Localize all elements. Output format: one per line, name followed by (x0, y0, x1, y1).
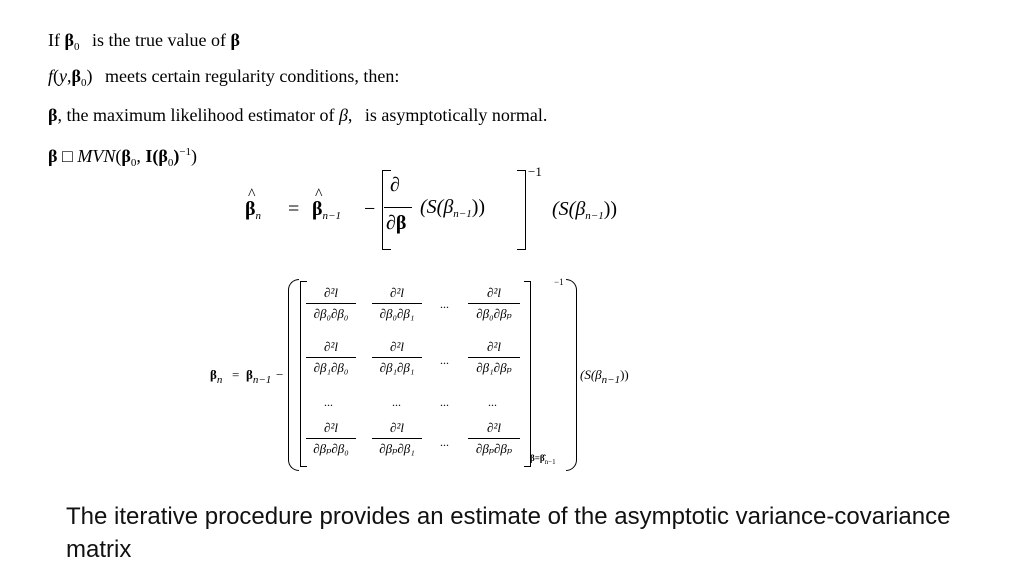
beta-symbol: β (64, 30, 74, 50)
score-function: (S(β (552, 198, 586, 220)
beta-italic: β (338, 105, 348, 125)
subscript-n-minus-1: n−1 (453, 208, 472, 220)
paren-open: ( (115, 146, 122, 166)
subscript-zero: 0 (73, 41, 80, 53)
subscript-n-minus-1: n−1 (585, 210, 604, 222)
partial-beta: ∂β (386, 212, 407, 234)
text-regularity: meets certain regularity conditions, the… (105, 66, 400, 86)
condition-line-3: β, the maximum likelihood estimator of β… (48, 105, 547, 126)
condition-line-1: If β0 is the true value of β (48, 30, 240, 53)
text-true-value: is the true value of (91, 30, 226, 50)
ellipsis: ... (488, 395, 497, 409)
hessian-entry: ∂²l∂βₚ∂β₀ (306, 420, 356, 457)
beta-prev: β (246, 367, 253, 382)
ellipsis: ... (440, 297, 449, 311)
hessian-entry: ∂²l∂β₀∂βₚ (468, 285, 520, 322)
comma: , (136, 146, 146, 166)
hessian-entry: ∂²l∂βₚ∂β₁ (372, 420, 422, 457)
subscript-zero: 0 (130, 157, 137, 169)
score-function: (S(β (420, 196, 454, 218)
beta-hat-n: β (245, 186, 256, 221)
text-asymptotic: is asymptotically normal. (364, 105, 548, 125)
beta-symbol: β (121, 146, 131, 166)
hessian-entry: ∂²l∂β₀∂β₀ (306, 285, 356, 322)
inverse-power: −1 (554, 277, 564, 287)
evaluation-point: β=β̂ (530, 453, 545, 463)
left-bracket (382, 170, 391, 250)
beta-symbol: β (71, 66, 81, 86)
hessian-entry: ∂²l∂β₁∂β₁ (372, 339, 422, 376)
mvn-label: MVN (77, 146, 116, 166)
newton-update-equation: βn = βn−1 − ∂ ∂β (S(βn−1)) −1 (S(βn−1)) (240, 160, 660, 250)
distribution-line: β □ MVN(β0, I(β0)−1) (48, 146, 197, 169)
inverse-power: −1 (528, 164, 542, 179)
subscript-n-minus-1: n−1 (252, 374, 272, 386)
fraction-bar (384, 207, 412, 208)
beta-symbol: β (230, 30, 240, 50)
equals-sign: = (288, 198, 300, 220)
distributed-symbol: □ (61, 146, 73, 166)
paren-close: ) (173, 146, 180, 166)
paren-close: )) (471, 196, 486, 218)
beta-hat-prev: β (312, 186, 323, 221)
beta-symbol: β (48, 146, 58, 166)
subscript-n: n (255, 210, 262, 222)
hessian-entry: ∂²l∂β₁∂βₚ (468, 339, 520, 376)
beta-n: β (210, 367, 217, 382)
beta-symbol: β (48, 105, 58, 125)
subscript-n-minus-1: n−1 (322, 210, 341, 222)
ellipsis: ... (392, 395, 401, 409)
partial-symbol: ∂ (390, 174, 400, 196)
caption-text: The iterative procedure provides an esti… (66, 503, 951, 563)
info-matrix: I(β (145, 146, 168, 166)
ellipsis: ... (440, 395, 449, 409)
comma: , (67, 66, 72, 86)
subscript-n: n (216, 374, 223, 386)
paren-open: ( (53, 66, 60, 86)
ellipsis: ... (440, 435, 449, 449)
inverse-power: −1 (179, 146, 192, 158)
right-bracket (517, 170, 526, 250)
minus-sign: − (364, 198, 376, 220)
hessian-entry: ∂²l∂β₀∂β₁ (372, 285, 422, 322)
score-function: (S(β (580, 367, 602, 382)
hessian-entry: ∂²l∂βₚ∂βₚ (468, 420, 520, 457)
paren-close: )) (603, 198, 618, 220)
comma: , (347, 105, 353, 125)
subscript-zero: 0 (167, 157, 174, 169)
subscript-n-minus-1: n−1 (601, 374, 621, 386)
ellipsis: ... (440, 353, 449, 367)
ellipsis: ... (324, 395, 333, 409)
f-symbol: f (48, 66, 54, 86)
outer-right-paren (566, 279, 577, 471)
equals-sign: = (232, 367, 240, 382)
text-if: If (48, 30, 60, 50)
y-symbol: y (59, 66, 68, 86)
paren-close: )) (620, 367, 629, 382)
text-mle: , the maximum likelihood estimator of (57, 105, 335, 125)
hessian-update-equation: βn = βn−1 − ∂²l∂β₀∂β₀ ∂²l∂β₀∂β₁ ... ∂²l∂… (210, 275, 650, 475)
hessian-entry: ∂²l∂β₁∂β₀ (306, 339, 356, 376)
matrix-left-bracket (300, 281, 307, 467)
paren-close: ) (86, 66, 93, 86)
condition-line-2: f(y,β0) meets certain regularity conditi… (48, 66, 399, 89)
paren-close: ) (191, 146, 198, 166)
matrix-right-bracket (524, 281, 531, 467)
subscript-zero: 0 (81, 77, 87, 89)
outer-left-paren (288, 279, 299, 471)
minus-sign: − (276, 367, 284, 382)
